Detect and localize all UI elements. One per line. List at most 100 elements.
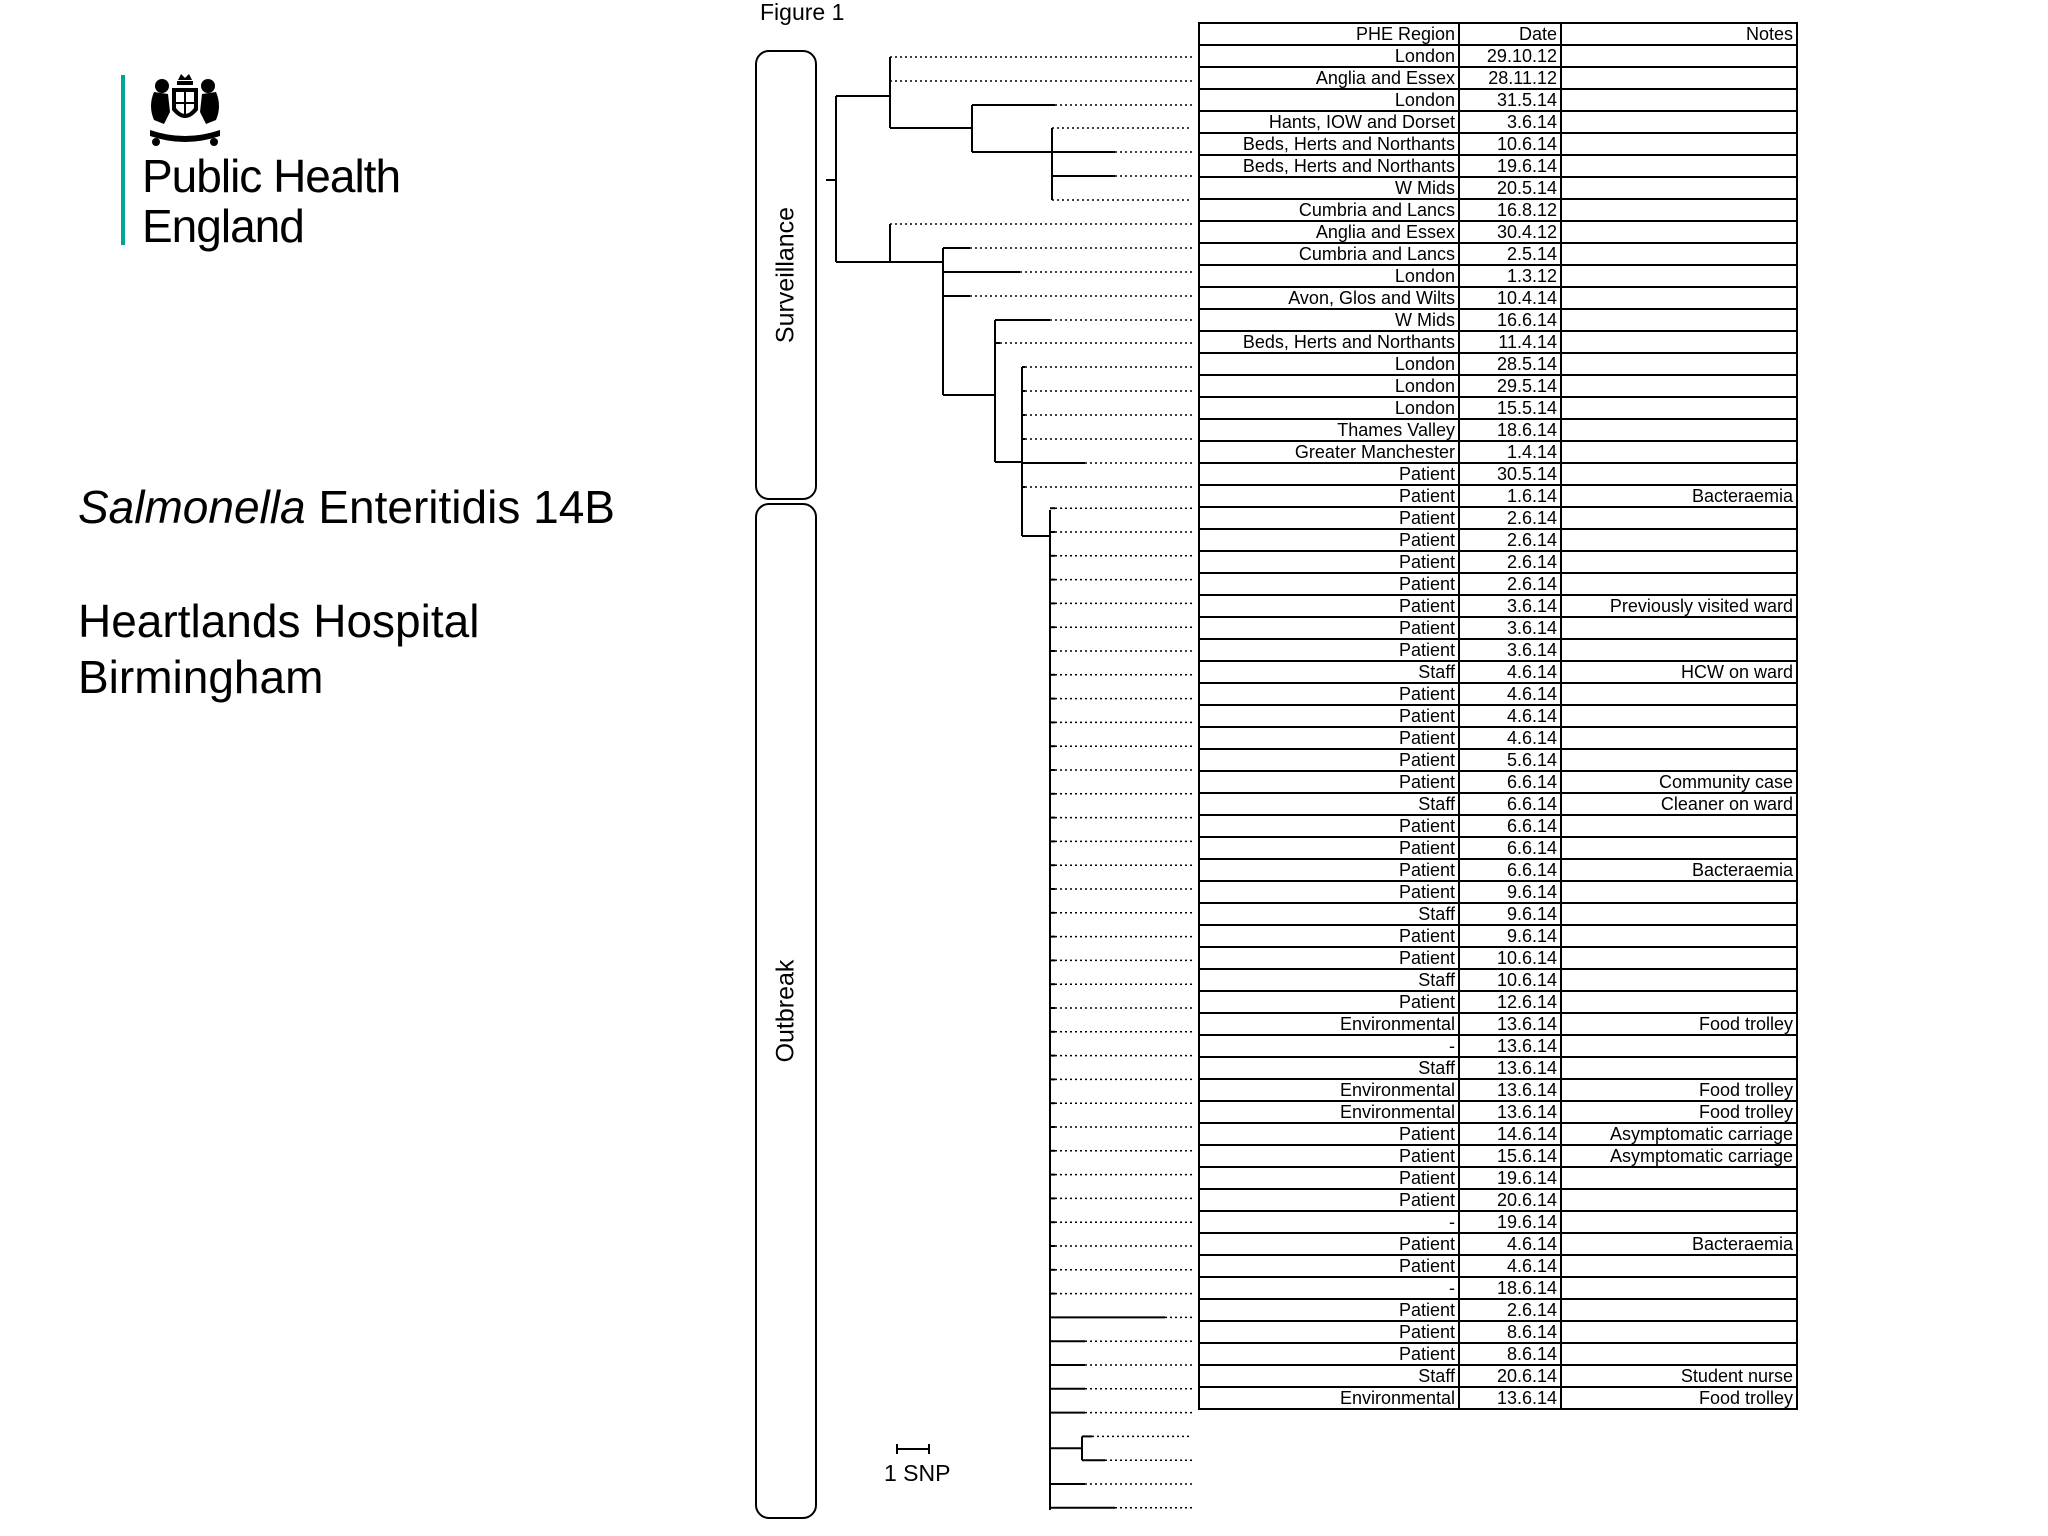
cell-region: London: [1198, 88, 1460, 112]
cell-notes: [1560, 352, 1798, 376]
cell-notes: Bacteraemia: [1560, 858, 1798, 882]
cell-notes: [1560, 110, 1798, 134]
cell-notes: [1560, 528, 1798, 552]
cell-region: Staff: [1198, 902, 1460, 926]
cell-region: Patient: [1198, 836, 1460, 860]
cell-date: 6.6.14: [1458, 836, 1562, 860]
cell-region: W Mids: [1198, 176, 1460, 200]
cell-region: London: [1198, 44, 1460, 68]
cell-region: London: [1198, 396, 1460, 420]
cell-date: 20.6.14: [1458, 1364, 1562, 1388]
cell-region: Patient: [1198, 484, 1460, 508]
cell-region: -: [1198, 1210, 1460, 1234]
cell-date: 14.6.14: [1458, 1122, 1562, 1146]
cell-region: Staff: [1198, 1364, 1460, 1388]
cell-region: Patient: [1198, 594, 1460, 618]
cell-notes: [1560, 220, 1798, 244]
cell-date: 13.6.14: [1458, 1100, 1562, 1124]
cell-region: Patient: [1198, 682, 1460, 706]
cell-date: 2.6.14: [1458, 528, 1562, 552]
cell-notes: [1560, 682, 1798, 706]
hospital-name: Heartlands Hospital: [78, 595, 480, 647]
cell-notes: [1560, 1166, 1798, 1190]
cell-notes: Previously visited ward: [1560, 594, 1798, 618]
cell-date: 6.6.14: [1458, 770, 1562, 794]
cell-notes: [1560, 176, 1798, 200]
cell-region: Environmental: [1198, 1100, 1460, 1124]
cell-region: Patient: [1198, 990, 1460, 1014]
figure-label: Figure 1: [760, 0, 845, 25]
logo-accent-bar: [121, 75, 125, 245]
cell-region: Cumbria and Lancs: [1198, 242, 1460, 266]
organism-title: Salmonella Enteritidis 14B: [78, 479, 615, 535]
cell-region: Patient: [1198, 1166, 1460, 1190]
cell-region: Patient: [1198, 924, 1460, 948]
cell-notes: [1560, 1276, 1798, 1300]
cell-date: 6.6.14: [1458, 814, 1562, 838]
cell-date: 10.6.14: [1458, 946, 1562, 970]
cell-region: London: [1198, 374, 1460, 398]
cell-region: -: [1198, 1034, 1460, 1058]
table-header-row: PHE Region Date Notes: [1198, 22, 1798, 46]
cell-region: Patient: [1198, 814, 1460, 838]
cell-notes: [1560, 814, 1798, 838]
cell-region: Patient: [1198, 1188, 1460, 1212]
cell-notes: Bacteraemia: [1560, 484, 1798, 508]
cell-notes: [1560, 1254, 1798, 1278]
cell-region: Patient: [1198, 704, 1460, 728]
cell-date: 1.6.14: [1458, 484, 1562, 508]
cell-notes: [1560, 572, 1798, 596]
royal-coat-of-arms-icon: [150, 74, 220, 146]
cell-date: 3.6.14: [1458, 110, 1562, 134]
header-region: PHE Region: [1198, 22, 1460, 46]
cell-notes: [1560, 748, 1798, 772]
cell-notes: [1560, 968, 1798, 992]
cell-notes: [1560, 66, 1798, 90]
cell-notes: [1560, 1034, 1798, 1058]
cell-region: Staff: [1198, 968, 1460, 992]
cell-region: Patient: [1198, 506, 1460, 530]
cell-date: 13.6.14: [1458, 1012, 1562, 1036]
cell-notes: Food trolley: [1560, 1078, 1798, 1102]
cell-region: W Mids: [1198, 308, 1460, 332]
cell-region: Avon, Glos and Wilts: [1198, 286, 1460, 310]
cell-date: 15.5.14: [1458, 396, 1562, 420]
cell-date: 9.6.14: [1458, 902, 1562, 926]
cell-date: 10.6.14: [1458, 968, 1562, 992]
cell-date: 19.6.14: [1458, 1166, 1562, 1190]
cell-date: 28.11.12: [1458, 66, 1562, 90]
cell-notes: [1560, 396, 1798, 420]
cell-date: 9.6.14: [1458, 880, 1562, 904]
table-row: -13.6.14: [1198, 1034, 1798, 1058]
cell-date: 2.6.14: [1458, 550, 1562, 574]
cell-notes: Asymptomatic carriage: [1560, 1122, 1798, 1146]
cell-date: 8.6.14: [1458, 1320, 1562, 1344]
cell-date: 16.8.12: [1458, 198, 1562, 222]
cell-region: Patient: [1198, 1122, 1460, 1146]
cell-date: 4.6.14: [1458, 660, 1562, 684]
cell-date: 20.5.14: [1458, 176, 1562, 200]
surveillance-group-label: Surveillance: [771, 206, 800, 344]
cell-region: London: [1198, 352, 1460, 376]
